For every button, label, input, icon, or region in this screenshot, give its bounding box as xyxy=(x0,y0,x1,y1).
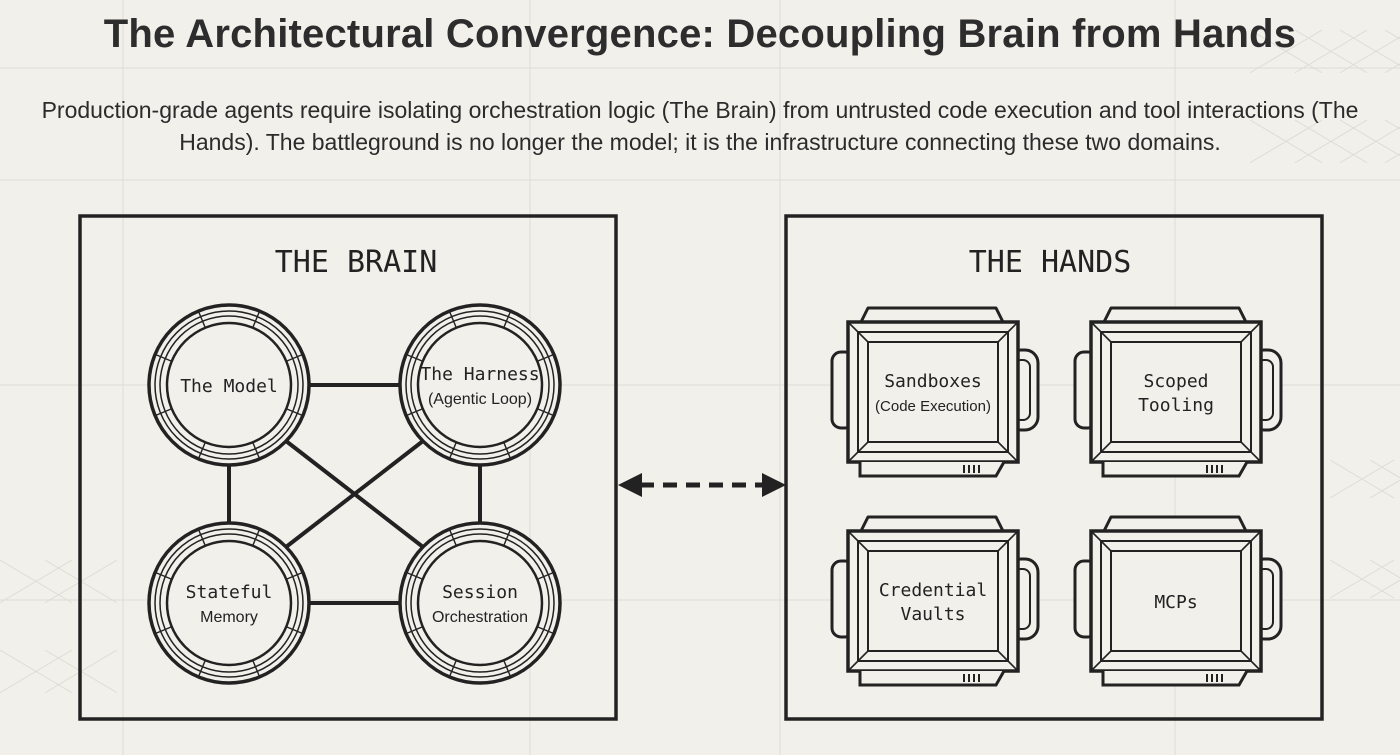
brain-node-label: The Harness xyxy=(420,364,539,385)
hands-module-label: Credential xyxy=(879,580,987,601)
page-subtitle: Production-grade agents require isolatin… xyxy=(41,97,1359,155)
brain-node-label: The Model xyxy=(180,376,278,397)
brain-node-label: Stateful xyxy=(186,582,273,603)
page-title: The Architectural Convergence: Decouplin… xyxy=(103,12,1297,56)
brain-node-label: Session xyxy=(442,582,518,603)
hands-panel xyxy=(784,214,1324,721)
bidirectional-arrow xyxy=(618,473,786,497)
hands-heading: THE HANDS xyxy=(969,245,1132,280)
arrow-left-head xyxy=(618,473,642,497)
hands-module-label: Tooling xyxy=(1138,395,1214,416)
hands-module-label: Vaults xyxy=(900,604,965,625)
brain-heading: THE BRAIN xyxy=(275,245,438,280)
hands-module-label: Sandboxes xyxy=(884,371,982,392)
arrow-right-head xyxy=(762,473,786,497)
hands-module-label: MCPs xyxy=(1154,592,1197,613)
brain-connections xyxy=(227,383,482,605)
brain-node-harness: The Harness (Agentic Loop) xyxy=(398,303,562,467)
brain-node-model: The Model xyxy=(147,303,311,467)
brain-node-label: (Agentic Loop) xyxy=(428,391,532,408)
brain-node-label: Memory xyxy=(200,609,258,626)
hands-module-label: (Code Execution) xyxy=(875,398,991,415)
hands-module-label: Scoped xyxy=(1143,371,1208,392)
connection-harness-memory xyxy=(284,439,425,549)
hands-module-sandboxes: Sandboxes (Code Execution) xyxy=(830,306,1040,478)
brain-panel xyxy=(78,214,618,721)
hands-module-mcps: MCPs xyxy=(1073,515,1283,687)
brain-node-label: Orchestration xyxy=(432,609,528,626)
